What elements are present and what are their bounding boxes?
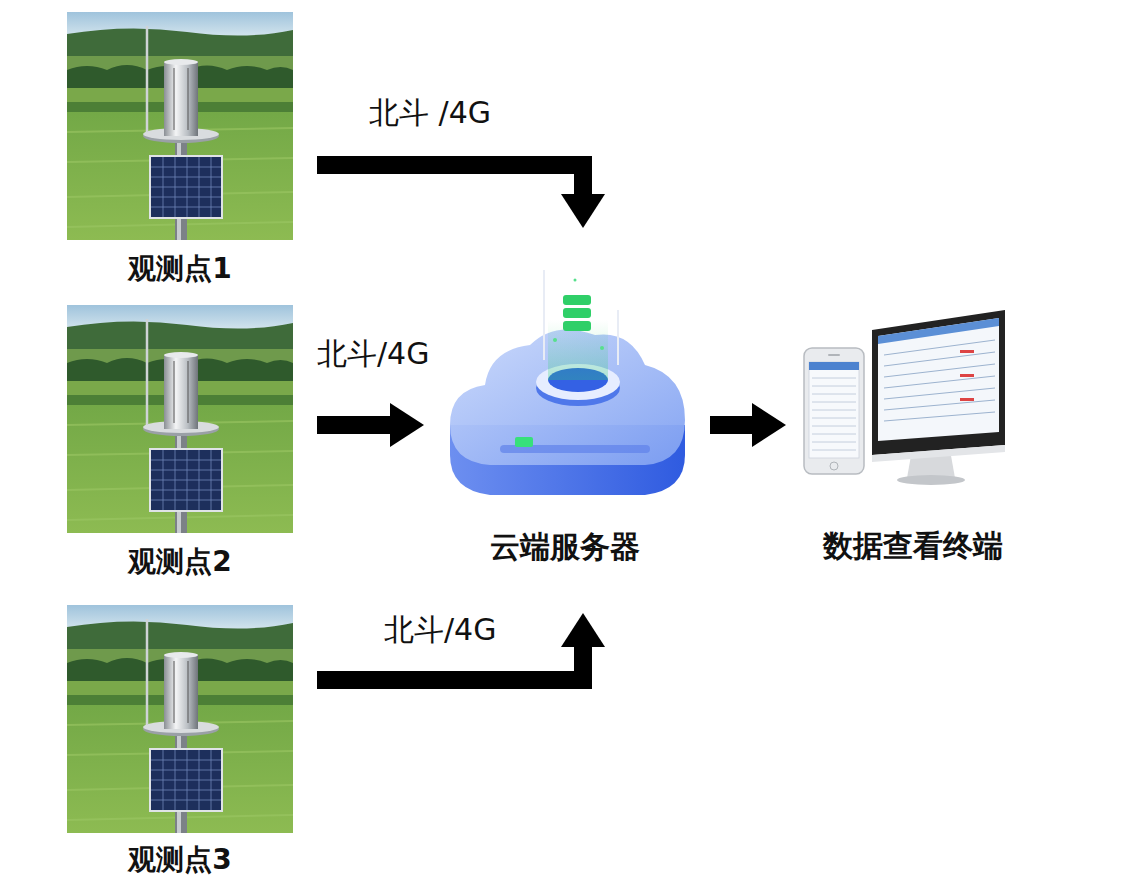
thick-arrow-connector [317, 416, 390, 434]
node-caption: 数据查看终端 [800, 528, 1025, 564]
diagram-node: 观测点1 [67, 12, 293, 286]
link-label: 北斗 /4G [366, 95, 494, 131]
weather-station-illustration [67, 12, 293, 240]
thick-arrow-connector [710, 416, 752, 434]
link-label: 北斗/4G [381, 612, 499, 648]
cloud-server-illustration [430, 240, 700, 515]
diagram-node: 观测点3 [67, 605, 293, 877]
thick-arrow-connector [317, 165, 583, 194]
node-caption: 观测点1 [67, 252, 293, 286]
weather-station-illustration [67, 305, 293, 533]
diagram-node: 数据查看终端 [800, 300, 1025, 564]
node-caption: 观测点3 [67, 843, 293, 877]
terminal-devices-illustration [800, 300, 1025, 490]
diagram-node: 云端服务器 [430, 240, 700, 565]
weather-station-illustration [67, 605, 293, 833]
thick-arrow-connector [317, 647, 583, 680]
link-label: 北斗/4G [314, 336, 432, 372]
node-caption: 观测点2 [67, 545, 293, 579]
node-caption: 云端服务器 [430, 529, 700, 565]
diagram-node: 观测点2 [67, 305, 293, 579]
